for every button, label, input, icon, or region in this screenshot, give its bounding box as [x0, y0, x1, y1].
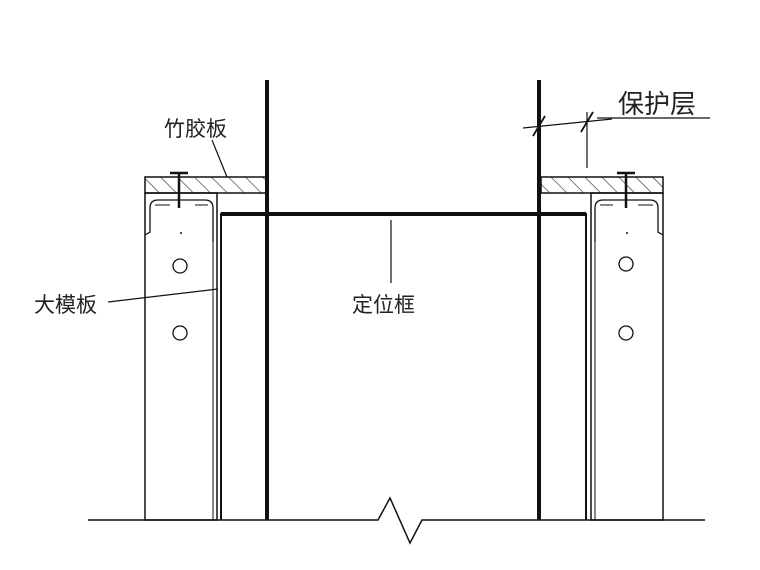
- ground-line-with-break: [88, 496, 705, 545]
- right-bamboo-plywood: [540, 176, 664, 194]
- protective-layer-label: 保护层: [618, 90, 697, 120]
- left-formwork-panel: [144, 192, 218, 521]
- left-panel-hole-2: [172, 325, 188, 341]
- right-formwork: [540, 171, 664, 521]
- leader-large-formwork: [107, 288, 219, 303]
- left-formwork: [144, 171, 268, 521]
- left-panel-hole-1: [172, 258, 188, 274]
- leader-bamboo-plywood: [211, 139, 228, 178]
- right-panel-hole-1: [618, 256, 634, 272]
- left-bamboo-plywood: [144, 176, 268, 194]
- right-channel-section: [594, 199, 664, 242]
- positioning-frame-label: 定位框: [352, 293, 415, 317]
- bamboo-plywood-label: 竹胶板: [164, 117, 227, 141]
- protective-layer-dimension: [522, 111, 710, 168]
- large-formwork-label: 大模板: [34, 293, 97, 317]
- right-panel-hole-2: [618, 325, 634, 341]
- left-channel-section: [144, 199, 214, 242]
- right-formwork-panel: [590, 192, 664, 521]
